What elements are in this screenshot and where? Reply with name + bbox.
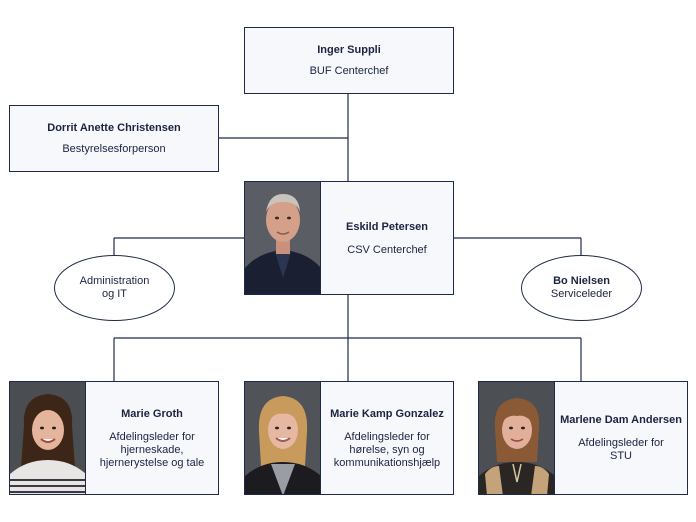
department-manager-photo — [245, 382, 321, 494]
department-manager-name: Marlene Dam Andersen — [560, 414, 682, 426]
department-card: Marie Groth Afdelingsleder for hjerneska… — [9, 381, 219, 495]
role-line: hjernerystelse og tale — [99, 456, 205, 469]
service-manager-role: Serviceleder — [550, 288, 613, 300]
role-line: STU — [609, 450, 632, 462]
department-manager-role: Afdelingsleder for STU — [578, 437, 664, 463]
role-line: hjerneskade, — [120, 443, 184, 456]
board-chair-box: Dorrit Anette Christensen Bestyrelsesfor… — [9, 105, 219, 172]
department-manager-role: Afdelingsleder for hjerneskade, hjernery… — [100, 431, 205, 470]
board-chair-role: Bestyrelsesforperson — [62, 143, 166, 155]
role-line: Afdelingsleder for — [344, 430, 430, 443]
department-manager-name: Marie Kamp Gonzalez — [330, 407, 444, 420]
center-manager-card: Eskild Petersen CSV Centerchef — [244, 181, 454, 295]
role-line: Afdelingsleder for — [578, 437, 664, 449]
admin-it-ellipse: Administration og IT — [54, 255, 175, 321]
center-manager-photo — [245, 182, 321, 294]
service-manager-ellipse: Bo Nielsen Serviceleder — [521, 255, 642, 321]
department-manager-photo — [10, 382, 86, 494]
department-manager-photo — [479, 382, 555, 494]
role-line: Afdelingsleder for — [109, 430, 195, 443]
role-line: kommunikationshjælp — [333, 456, 441, 469]
department-manager-name: Marie Groth — [121, 407, 183, 420]
department-card: Marlene Dam Andersen Afdelingsleder for … — [478, 381, 688, 495]
role-line: hørelse, syn og — [349, 443, 425, 456]
center-manager-role: CSV Centerchef — [347, 243, 427, 256]
department-manager-role: Afdelingsleder for hørelse, syn og kommu… — [334, 431, 440, 470]
center-manager-name: Eskild Petersen — [346, 220, 428, 233]
top-manager-box: Inger Suppli BUF Centerchef — [244, 27, 454, 94]
admin-it-line1: Administration — [79, 275, 150, 287]
top-manager-role: BUF Centerchef — [309, 65, 389, 77]
board-chair-name: Dorrit Anette Christensen — [47, 122, 181, 134]
admin-it-line2: og IT — [101, 288, 128, 300]
department-card: Marie Kamp Gonzalez Afdelingsleder for h… — [244, 381, 454, 495]
service-manager-name: Bo Nielsen — [553, 275, 610, 287]
top-manager-name: Inger Suppli — [317, 44, 381, 56]
